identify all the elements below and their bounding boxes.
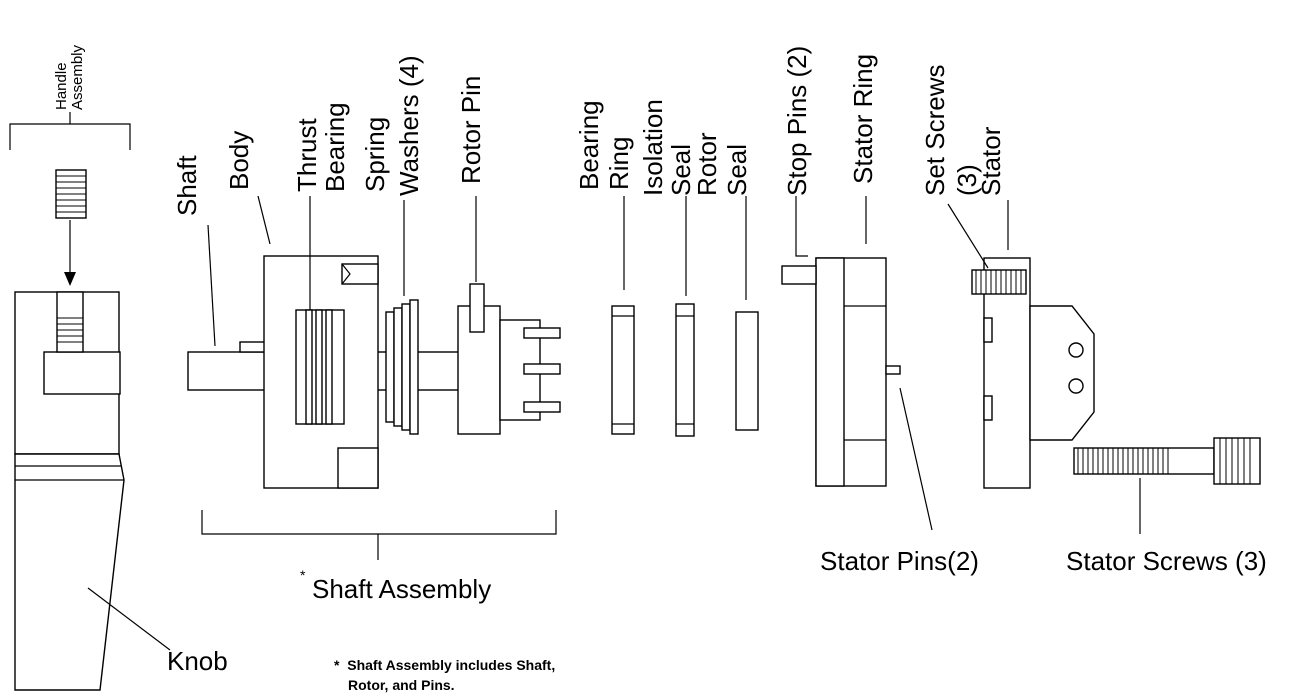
label-set-screws-count: (3)	[952, 164, 982, 196]
label-rotor: Rotor	[692, 132, 722, 196]
body-leader	[257, 195, 271, 245]
label-rotor-pin: Rotor Pin	[456, 76, 486, 184]
label-seal-2: Seal	[722, 144, 752, 196]
shaft-assembly-bracket	[201, 510, 557, 560]
rotor-seal	[735, 311, 759, 431]
label-seal-1: Seal	[666, 144, 696, 196]
label-set-screws: Set Screws	[920, 65, 950, 197]
label-knob: Knob	[167, 646, 228, 676]
label-washers: Washers (4)	[394, 55, 424, 196]
stop-pins-leader	[795, 196, 808, 257]
label-handle-assembly-line2: Assembly	[69, 44, 86, 110]
label-stator-ring: Stator Ring	[848, 54, 878, 184]
label-isolation: Isolation	[638, 99, 668, 196]
footnote-line2: Rotor, and Pins.	[348, 677, 455, 693]
footnote-line1: * Shaft Assembly includes Shaft,	[334, 657, 555, 673]
label-shaft: Shaft	[172, 155, 202, 216]
label-spring: Spring	[360, 117, 390, 192]
label-shaft-assembly-star: *	[300, 567, 306, 583]
label-ring: Ring	[604, 137, 634, 190]
label-stator: Stator	[976, 126, 1006, 196]
stator	[971, 257, 1095, 489]
bearing-ring	[611, 305, 635, 435]
set-screws-leader	[947, 203, 989, 269]
label-thrust: Thrust	[292, 118, 322, 192]
stator-screw	[1073, 437, 1261, 485]
isolation-seal	[675, 303, 695, 437]
handle-set-screw	[55, 169, 87, 219]
handle-assembly-bracket	[9, 112, 131, 150]
rotor	[457, 283, 561, 435]
label-stator-screws: Stator Screws (3)	[1066, 546, 1267, 576]
spring-washers	[385, 299, 419, 435]
label-shaft-assembly: Shaft Assembly	[312, 574, 491, 604]
handle-arrow	[64, 220, 76, 286]
label-body: Body	[224, 131, 254, 190]
knob-leader	[87, 587, 171, 651]
label-handle-assembly-line1: Handle	[53, 62, 70, 110]
label-stator-pins: Stator Pins(2)	[820, 546, 979, 576]
label-stop-pins: Stop Pins (2)	[782, 46, 812, 196]
stator-pins-leader	[899, 387, 933, 531]
stator-ring	[781, 257, 901, 487]
thrust-bearing	[295, 309, 345, 425]
label-bearing-ring-1: Bearing	[574, 100, 604, 190]
shaft-leader	[207, 224, 216, 347]
label-bearing: Bearing	[320, 102, 350, 192]
knob	[14, 291, 125, 691]
